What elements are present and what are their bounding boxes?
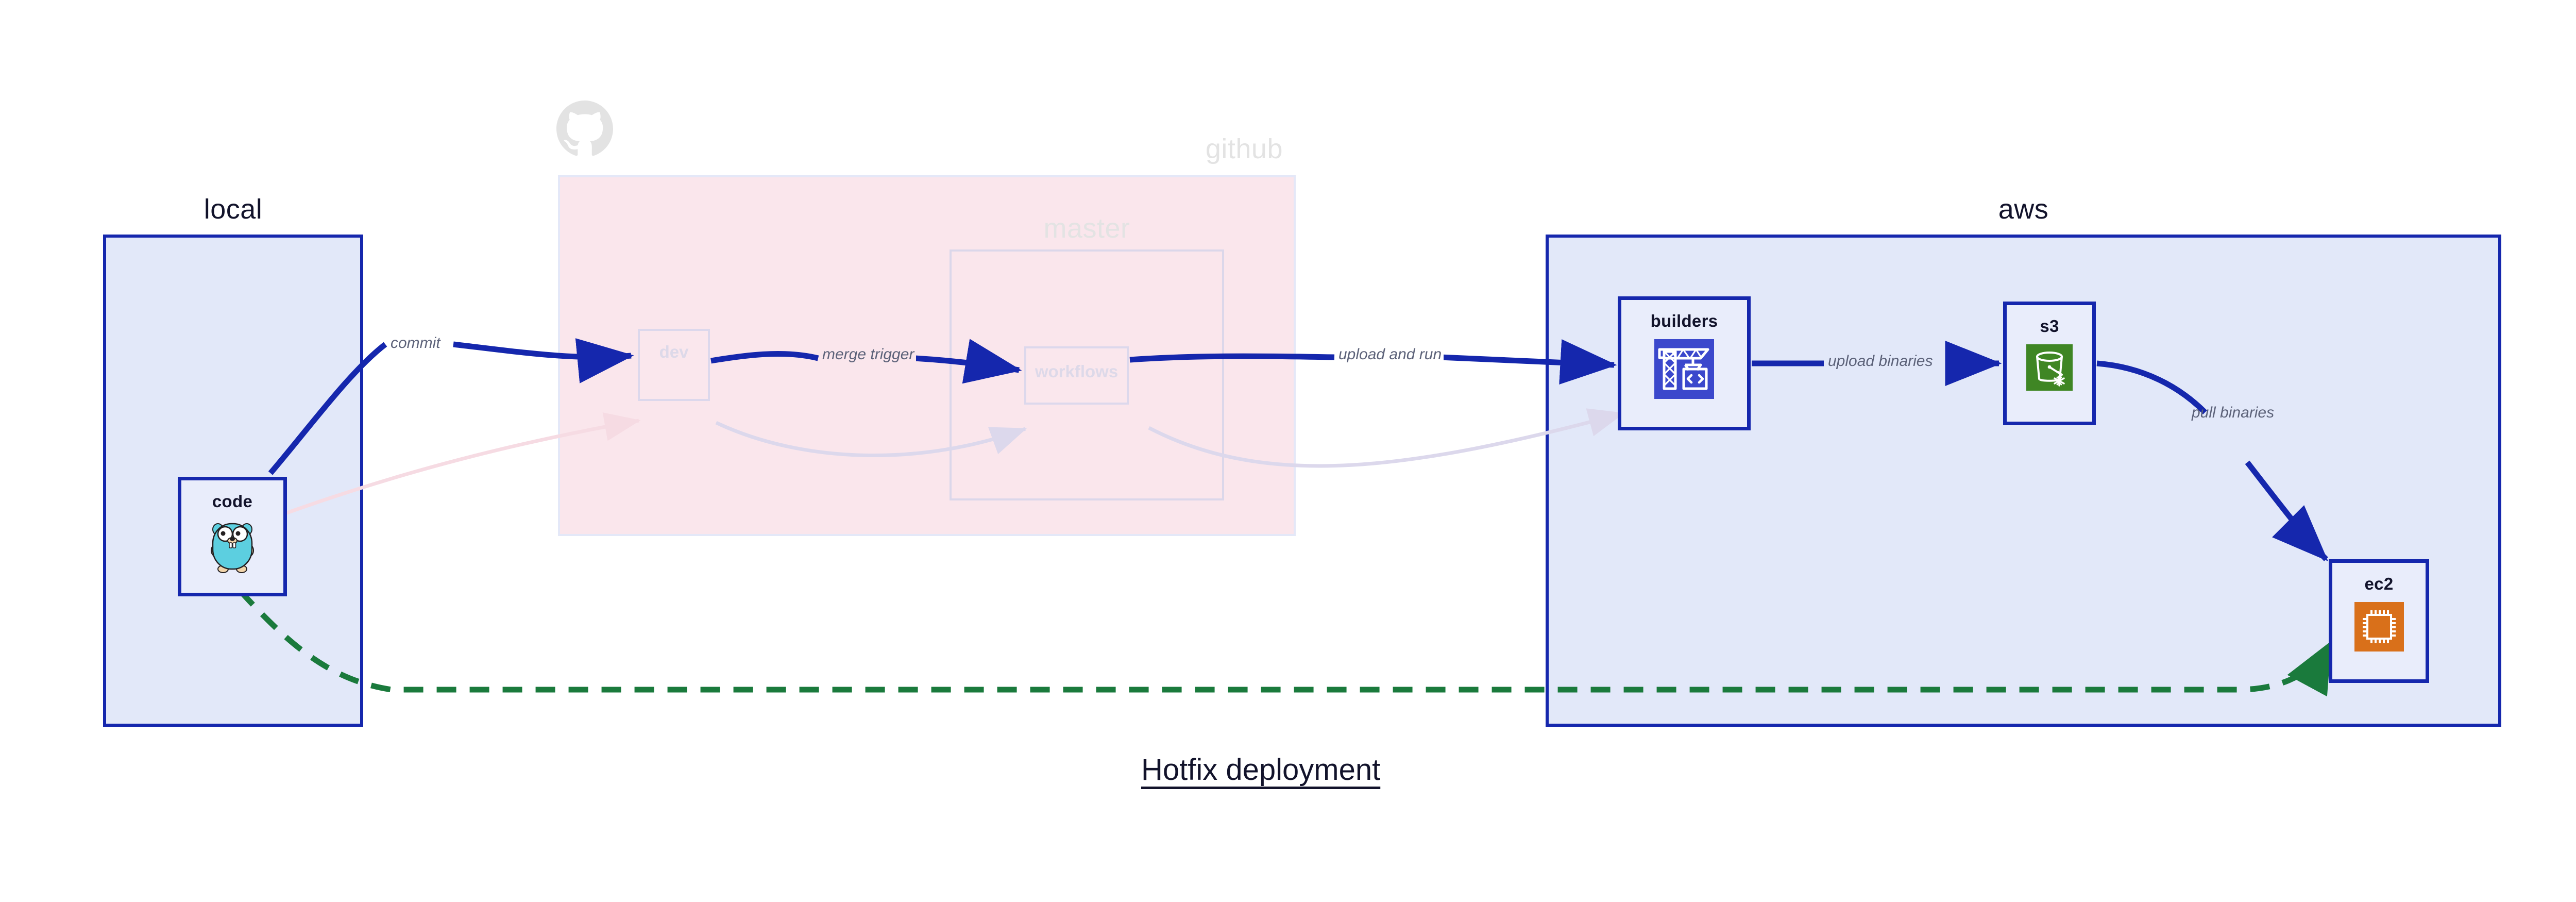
- aws-ec2-icon: [2354, 602, 2404, 654]
- edge-commit-seg2: [453, 338, 634, 383]
- node-s3[interactable]: s3: [2003, 302, 2096, 425]
- edge-commit-seg1: [268, 342, 387, 475]
- node-builders[interactable]: builders: [1618, 296, 1751, 430]
- ghost-edge-merge: [715, 421, 1027, 458]
- edge-label-upload-and-run: upload and run: [1336, 346, 1444, 363]
- go-gopher-icon: [208, 520, 257, 577]
- edge-label-pull-binaries: pull binaries: [2192, 404, 2275, 421]
- aws-codebuild-icon: [1654, 339, 1714, 402]
- node-code[interactable]: code: [178, 477, 287, 596]
- node-ec2-label: ec2: [2364, 574, 2394, 593]
- cluster-title-github: github: [1205, 133, 1283, 164]
- node-dev-label: dev: [659, 342, 689, 361]
- edge-uploadrun-seg1: [1129, 353, 1335, 363]
- ghost-edge-upload: [1148, 408, 1625, 468]
- edge-label-upload-binaries: upload binaries: [1826, 353, 1935, 370]
- edge-pullbin-seg1: [2096, 360, 2207, 414]
- edge-label-commit: commit: [388, 335, 443, 352]
- node-ec2[interactable]: ec2: [2329, 559, 2429, 683]
- edge-pullbin-seg2: [2245, 460, 2328, 561]
- cluster-title-local: local: [204, 194, 263, 225]
- cluster-title-aws: aws: [1998, 194, 2049, 225]
- node-dev[interactable]: dev: [638, 329, 710, 401]
- cluster-title-master: master: [1043, 213, 1130, 244]
- aws-s3-glacier-icon: [2026, 344, 2073, 393]
- node-code-label: code: [212, 492, 253, 511]
- diagram-title: Hotfix deployment: [1141, 753, 1381, 787]
- edge-merge-seg2: [914, 339, 1022, 384]
- node-builders-label: builders: [1650, 311, 1718, 330]
- github-logo-icon: [556, 101, 613, 157]
- cluster-master: [950, 249, 1224, 500]
- node-workflows[interactable]: workflows: [1024, 346, 1129, 405]
- node-workflows-label: workflows: [1035, 362, 1118, 381]
- edge-uploadrun-seg2: [1439, 339, 1617, 385]
- node-s3-label: s3: [2040, 316, 2059, 336]
- edge-label-merge-trigger: merge trigger: [820, 346, 917, 363]
- edge-merge-seg1: [710, 351, 819, 364]
- edge-hotfix-dashed: [237, 588, 2332, 697]
